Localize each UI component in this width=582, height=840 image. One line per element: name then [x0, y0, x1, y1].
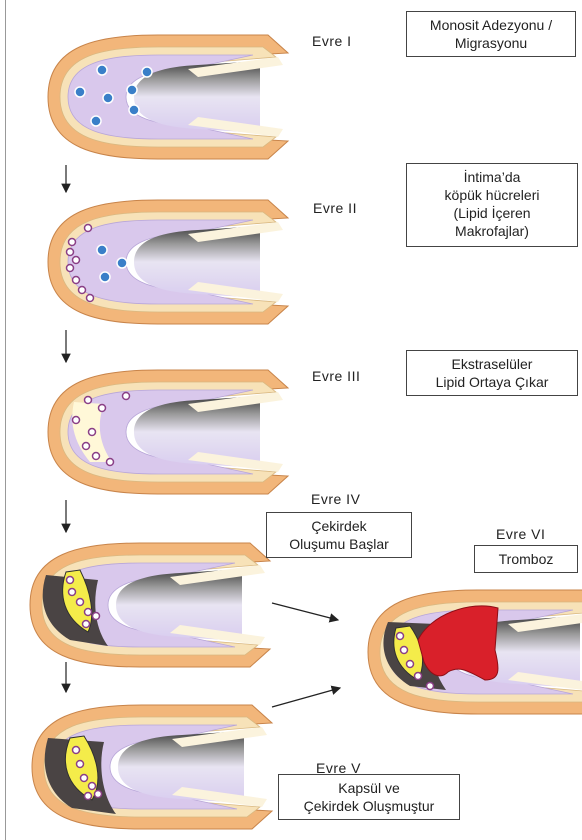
caption-line: Monosit Adezyonu /	[413, 16, 569, 34]
stage-1-caption: Monosit Adezyonu / Migrasyonu	[406, 11, 576, 57]
arrow-to-stage-6	[272, 688, 340, 707]
stage-1-label: Evre I	[312, 33, 352, 49]
foam-cell	[415, 673, 422, 680]
stage-6-caption: Tromboz	[474, 545, 578, 573]
foam-cell	[87, 295, 94, 302]
foam-cell	[83, 621, 90, 628]
stage-3-vessel	[48, 370, 288, 494]
foam-cell	[123, 393, 130, 400]
monocyte-cell	[91, 116, 101, 126]
caption-line: Oluşumu Başlar	[273, 535, 405, 553]
foam-cell	[81, 775, 88, 782]
stage-2-label: Evre II	[313, 200, 357, 216]
foam-cell	[89, 429, 96, 436]
stage-1-vessel	[48, 35, 288, 159]
stage-3-caption: Ekstraselüler Lipid Ortaya Çıkar	[406, 350, 578, 396]
monocyte-cell	[103, 93, 113, 103]
monocyte-cell	[97, 245, 107, 255]
caption-line: Tromboz	[481, 550, 571, 568]
foam-cell	[77, 599, 84, 606]
foam-cell	[85, 225, 92, 232]
stage-5-vessel	[32, 705, 272, 829]
caption-line: (Lipid İçeren	[413, 204, 571, 222]
foam-cell	[99, 405, 106, 412]
foam-cell	[73, 257, 80, 264]
stage-3-label: Evre III	[312, 368, 360, 384]
foam-cell	[107, 459, 114, 466]
foam-cell	[69, 589, 76, 596]
monocyte-cell	[100, 272, 110, 282]
stage-2-vessel	[48, 200, 288, 324]
stage-6-label: Evre VI	[496, 526, 545, 542]
stage-4-label: Evre IV	[311, 491, 360, 507]
foam-cell	[83, 443, 90, 450]
foam-cell	[85, 609, 92, 616]
caption-line: Kapsül ve	[285, 779, 453, 797]
foam-cell	[67, 265, 74, 272]
foam-cell	[85, 397, 92, 404]
stage-5-caption: Kapsül ve Çekirdek Oluşmuştur	[278, 774, 460, 820]
caption-line: Çekirdek	[273, 517, 405, 535]
stage-4-caption: Çekirdek Oluşumu Başlar	[266, 512, 412, 558]
stage-4-vessel	[30, 543, 270, 667]
foam-cell	[401, 647, 408, 654]
foam-cell	[89, 783, 96, 790]
stage-6-vessel	[368, 590, 582, 714]
foam-cell	[427, 683, 434, 690]
caption-line: Ekstraselüler	[413, 355, 571, 373]
monocyte-cell	[75, 87, 85, 97]
caption-line: Çekirdek Oluşmuştur	[285, 797, 453, 815]
foam-cell	[67, 249, 74, 256]
foam-cell	[73, 417, 80, 424]
foam-cell	[69, 239, 76, 246]
foam-cell	[85, 793, 92, 800]
monocyte-cell	[117, 258, 127, 268]
monocyte-cell	[142, 67, 152, 77]
foam-cell	[67, 577, 74, 584]
foam-cell	[73, 747, 80, 754]
foam-cell	[77, 761, 84, 768]
foam-cell	[93, 613, 100, 620]
foam-cell	[79, 287, 86, 294]
caption-line: Makrofajlar)	[413, 222, 571, 240]
caption-line: köpük hücreleri	[413, 186, 571, 204]
foam-cell	[95, 791, 102, 798]
monocyte-cell	[129, 105, 139, 115]
monocyte-cell	[97, 65, 107, 75]
foam-cell	[73, 277, 80, 284]
caption-line: Migrasyonu	[413, 34, 569, 52]
foam-cell	[397, 633, 404, 640]
caption-line: Lipid Ortaya Çıkar	[413, 373, 571, 391]
foam-cell	[93, 453, 100, 460]
stage-2-caption: İntima’da köpük hücreleri (Lipid İçeren …	[406, 163, 578, 247]
monocyte-cell	[127, 85, 137, 95]
foam-cell	[407, 661, 414, 668]
arrow-to-stage-6	[272, 603, 338, 620]
caption-line: İntima’da	[413, 168, 571, 186]
